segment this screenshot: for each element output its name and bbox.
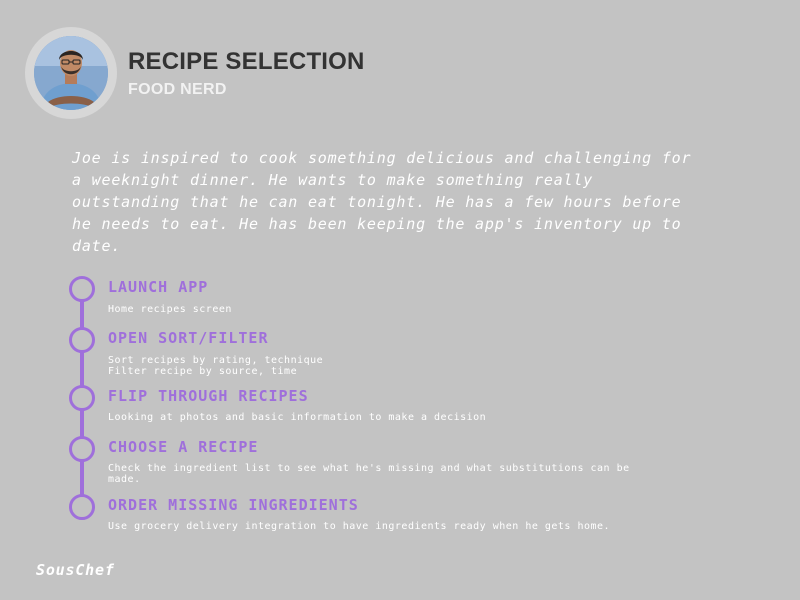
step-title: OPEN SORT/FILTER [108, 329, 269, 347]
timeline-node [69, 436, 95, 462]
step-title: ORDER MISSING INGREDIENTS [108, 496, 359, 514]
scenario-text: Joe is inspired to cook something delici… [72, 149, 692, 255]
persona-label: FOOD NERD [128, 81, 227, 98]
avatar [34, 36, 108, 110]
step-title: CHOOSE A RECIPE [108, 438, 259, 456]
step-description: Home recipes screen [108, 304, 232, 315]
page-title: RECIPE SELECTION [128, 48, 365, 75]
step-description: Sort recipes by rating, technique Filter… [108, 355, 324, 377]
avatar-frame [25, 27, 117, 119]
step-description: Use grocery delivery integration to have… [108, 521, 611, 532]
brand-logo: SousChef [36, 561, 115, 579]
step-description: Looking at photos and basic information … [108, 412, 487, 423]
step-title: FLIP THROUGH RECIPES [108, 387, 309, 405]
timeline-node [69, 385, 95, 411]
timeline-node [69, 327, 95, 353]
persona-photo [34, 36, 108, 110]
timeline-node [69, 276, 95, 302]
step-title: LAUNCH APP [108, 278, 209, 296]
step-description: Check the ingredient list to see what he… [108, 463, 630, 485]
timeline-node [69, 494, 95, 520]
